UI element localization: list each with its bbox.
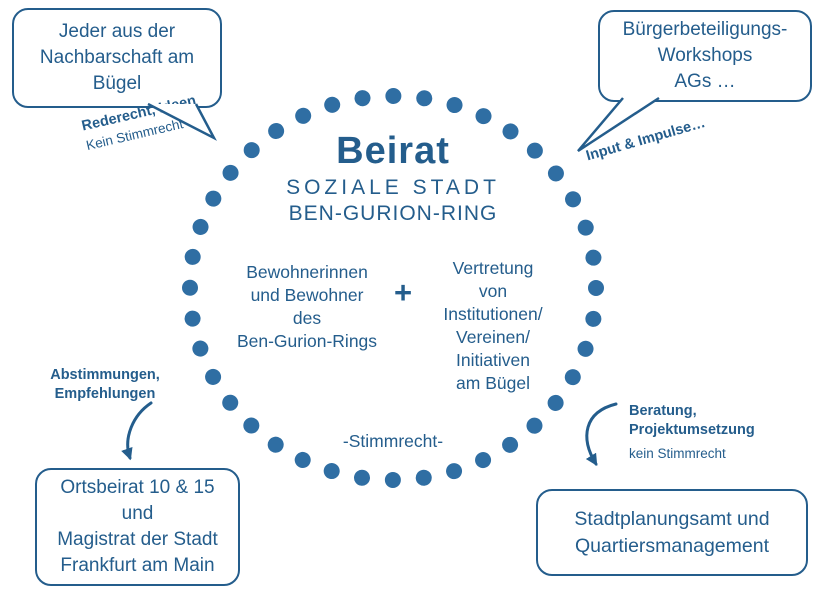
diagram-subtitle-line2: BEN-GURION-RING — [288, 202, 498, 225]
annotation-beratung-bold: Beratung, Projektumsetzung — [629, 403, 755, 438]
institutions-group-text: Vertretung von Institutionen/ Vereinen/ … — [443, 258, 543, 393]
voting-right-label: -Stimmrecht- — [342, 431, 444, 451]
box-stadtplanungsamt: Stadtplanungsamt und Quartiersmanagement — [536, 489, 808, 576]
plus-sign: + — [393, 275, 413, 310]
dotted-circle — [182, 88, 604, 488]
speech-bubble-neighbourhood: Jeder aus der Nachbarschaft am Bügel — [12, 8, 222, 108]
annotation-abstimmungen: Abstimmungen, Empfehlungen — [50, 367, 160, 402]
diagram-subtitle-line1: SOZIALE STADT — [286, 176, 500, 199]
speech-bubble-workshops: Bürgerbeteiligungs- Workshops AGs … — [598, 10, 812, 102]
annotation-beratung: Beratung, Projektumsetzung kein Stimmrec… — [629, 402, 799, 463]
residents-group-text: Bewohnerinnen und Bewohner des Ben-Gurio… — [236, 262, 378, 351]
diagram-title: Beirat — [336, 130, 450, 172]
annotation-beratung-regular: kein Stimmrecht — [629, 446, 726, 461]
box-ortsbeirat-magistrat: Ortsbeirat 10 & 15 und Magistrat der Sta… — [35, 468, 240, 586]
